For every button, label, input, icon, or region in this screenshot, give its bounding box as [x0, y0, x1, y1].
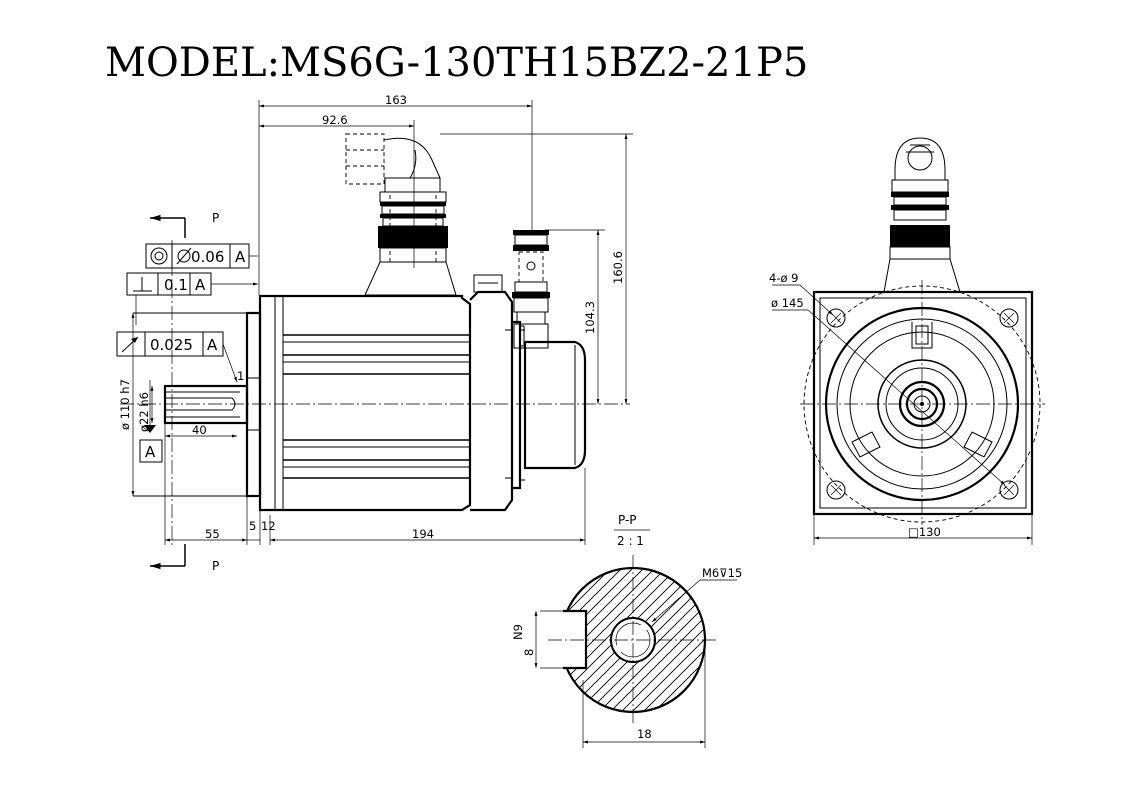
dim-body-length: 194 — [412, 527, 434, 541]
section-hatch-line — [561, 568, 662, 712]
runout-value: 0.025 — [150, 336, 193, 354]
section-label: P-P — [618, 513, 637, 527]
dim-key-height: 8 — [522, 649, 536, 656]
mounting-holes — [826, 308, 1019, 500]
motor-body — [258, 274, 587, 512]
gdt-coaxiality-frame: 0.06 A — [145, 243, 258, 269]
encoder-connector — [512, 230, 550, 325]
front-square-flange — [812, 290, 1034, 516]
coaxiality-datum: A — [235, 248, 246, 266]
section-hatch-line — [561, 568, 651, 712]
perpendicularity-value: 0.1 — [164, 276, 188, 294]
dim-square: □130 — [908, 525, 941, 539]
dim-height-main: 160.6 — [611, 251, 625, 284]
section-mark-top: P — [212, 211, 219, 225]
section-scale: 2 : 1 — [617, 534, 644, 548]
dim-spigot: ø 110 h7 — [118, 379, 132, 430]
coaxiality-icon — [150, 247, 168, 265]
gdt-runout-frame: 0.025 A — [116, 331, 238, 383]
power-connector — [345, 133, 457, 296]
dim-bottom: 18 — [637, 727, 652, 741]
datum-label: A — [145, 443, 156, 461]
dim-key-length: 40 — [192, 423, 207, 437]
runout-datum: A — [207, 336, 218, 354]
section-indicator-bottom: P — [150, 544, 219, 573]
datum-a-box: A — [139, 380, 163, 463]
model-title: MODEL:MS6G-130TH15BZ2-21P5 — [105, 40, 808, 86]
dim-overall-length: 163 — [385, 93, 407, 107]
front-view: 4-ø 9 ø 145 □130 — [769, 137, 1045, 545]
dim-flange-thickness: 5 — [249, 519, 256, 533]
section-hatch-line — [647, 568, 705, 712]
coaxiality-value: 0.06 — [191, 248, 224, 266]
perpendicularity-datum: A — [195, 276, 206, 294]
dim-holes: 4-ø 9 — [769, 271, 798, 285]
section-hatch-line — [614, 568, 705, 712]
dim-connector-offset: 92.6 — [322, 113, 348, 127]
section-hatch-line — [669, 568, 705, 712]
dim-chamfer: 1 — [237, 369, 244, 383]
section-view: P-P 2 : 1 N9 8 M6⊽15 18 — [511, 513, 742, 748]
dim-key-width: N9 — [511, 624, 525, 640]
dim-flange-gap: 12 — [261, 519, 276, 533]
front-connector — [883, 137, 961, 293]
dim-pcd: ø 145 — [771, 296, 804, 310]
dim-shaft-length: 55 — [205, 527, 220, 541]
diameter-symbol-icon — [177, 249, 191, 263]
shaft: ø22 h6 40 1 — [137, 369, 249, 438]
flange — [245, 311, 262, 498]
dim-shaft-dia: ø22 h6 — [137, 392, 151, 432]
dim-height-aux: 104.3 — [583, 301, 597, 334]
section-indicator-top: P — [150, 211, 219, 238]
side-view: 163 92.6 160.6 104.3 — [118, 93, 633, 545]
gdt-perpendicularity-frame: 0.1 A — [126, 272, 258, 325]
section-mark-bottom: P — [212, 559, 219, 573]
dim-thread: M6⊽15 — [702, 566, 742, 580]
